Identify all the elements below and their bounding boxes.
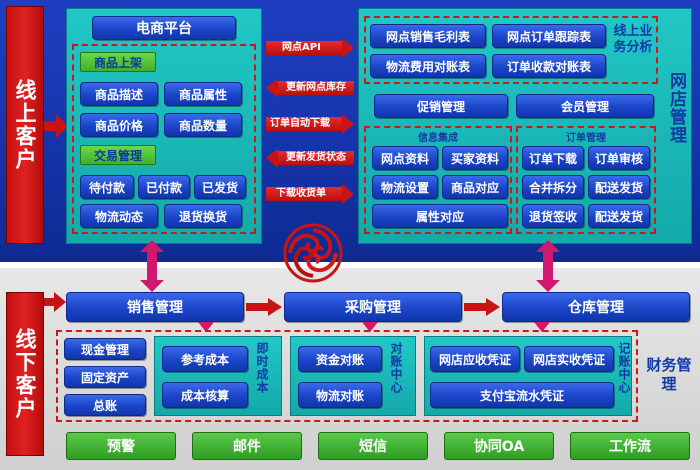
offline-customer-label: 线下客户 xyxy=(6,292,44,456)
warehouse-management[interactable]: 仓库管理 xyxy=(502,292,690,322)
finance-label: 财务管理 xyxy=(646,356,692,393)
info-item[interactable]: 属性对应 xyxy=(372,204,508,228)
asset-item[interactable]: 固定资产 xyxy=(64,366,146,388)
trade-item[interactable]: 已发货 xyxy=(194,175,246,199)
api-arrow: 网点API xyxy=(266,38,354,58)
listing-item[interactable]: 商品价格 xyxy=(80,113,158,137)
warehouse-sync-arrow xyxy=(536,240,560,292)
report-item[interactable]: 物流费用对账表 xyxy=(370,54,486,78)
info-title: 信息集成 xyxy=(418,133,458,144)
recon-item[interactable]: 资金对账 xyxy=(298,346,382,372)
trade-item[interactable]: 待付款 xyxy=(80,175,134,199)
member-button[interactable]: 会员管理 xyxy=(516,94,654,118)
recon-item[interactable]: 物流对账 xyxy=(298,382,382,408)
order-item[interactable]: 合并拆分 xyxy=(522,175,584,199)
receipt-download-arrow: 下载收货单 xyxy=(266,184,354,204)
alert-button[interactable]: 预警 xyxy=(66,432,176,460)
update-stock-label: 更新网点库存 xyxy=(286,82,346,93)
order-item[interactable]: 订单审核 xyxy=(588,146,650,170)
info-item[interactable]: 网点资料 xyxy=(372,146,438,170)
trade-item[interactable]: 物流动态 xyxy=(80,204,158,228)
trade-item[interactable]: 已付款 xyxy=(138,175,190,199)
cost-item[interactable]: 成本核算 xyxy=(162,382,248,408)
update-stock-arrow: 更新网点库存 xyxy=(266,78,354,98)
sales-management[interactable]: 销售管理 xyxy=(66,292,244,322)
store-title: 网店管理 xyxy=(666,72,686,144)
voucher-label: 记账中心 xyxy=(617,342,631,394)
workflow-button[interactable]: 工作流 xyxy=(570,432,690,460)
warehouse-down-marker xyxy=(534,322,550,332)
asset-item[interactable]: 现金管理 xyxy=(64,338,146,360)
oa-button[interactable]: 协同OA xyxy=(444,432,554,460)
ecommerce-title: 电商平台 xyxy=(92,16,236,40)
info-item[interactable]: 买家资料 xyxy=(442,146,508,170)
order-dashed-group xyxy=(516,126,656,234)
sales-down-marker xyxy=(198,322,214,332)
asset-item[interactable]: 总账 xyxy=(64,394,146,416)
report-item[interactable]: 订单收款对账表 xyxy=(492,54,606,78)
customer-to-platform-arrow xyxy=(44,114,68,138)
order-download-label: 订单自动下载 xyxy=(270,118,330,129)
order-title: 订单管理 xyxy=(566,133,606,144)
info-item[interactable]: 物流设置 xyxy=(372,175,438,199)
trade-header: 交易管理 xyxy=(80,145,156,165)
recon-label: 对账中心 xyxy=(389,342,403,394)
customer-to-sales-arrow xyxy=(44,292,66,312)
analysis-label: 线上业务分析 xyxy=(613,24,653,55)
email-button[interactable]: 邮件 xyxy=(192,432,302,460)
voucher-item[interactable]: 网店实收凭证 xyxy=(524,346,614,372)
order-item[interactable]: 配送发货 xyxy=(588,175,650,199)
ecommerce-dashed-group xyxy=(72,44,256,234)
info-item[interactable]: 商品对应 xyxy=(442,175,508,199)
reports-dashed-group xyxy=(364,16,658,84)
update-ship-label: 更新发货状态 xyxy=(286,152,346,163)
listing-header: 商品上架 xyxy=(80,52,156,72)
sales-to-purchase-arrow xyxy=(246,298,282,316)
report-item[interactable]: 网点销售毛利表 xyxy=(370,24,486,48)
trade-item[interactable]: 退货换货 xyxy=(164,204,242,228)
listing-item[interactable]: 商品属性 xyxy=(164,82,242,106)
listing-item[interactable]: 商品描述 xyxy=(80,82,158,106)
voucher-item[interactable]: 支付宝流水凭证 xyxy=(430,382,614,408)
promo-button[interactable]: 促销管理 xyxy=(374,94,508,118)
order-item[interactable]: 订单下载 xyxy=(522,146,584,170)
receipt-download-label: 下载收货单 xyxy=(276,188,326,199)
sms-button[interactable]: 短信 xyxy=(318,432,428,460)
report-item[interactable]: 网点订单跟踪表 xyxy=(492,24,606,48)
sales-sync-arrow xyxy=(140,240,164,292)
voucher-item[interactable]: 网店应收凭证 xyxy=(430,346,520,372)
update-ship-arrow: 更新发货状态 xyxy=(266,148,354,168)
swirl-logo-icon xyxy=(283,223,343,283)
cost-label: 即时成本 xyxy=(255,342,269,394)
order-download-arrow: 订单自动下载 xyxy=(266,114,354,134)
finance-dashed-group xyxy=(56,330,638,422)
cost-item[interactable]: 参考成本 xyxy=(162,346,248,372)
purchase-to-warehouse-arrow xyxy=(464,298,500,316)
order-item[interactable]: 配送发货 xyxy=(588,204,650,228)
listing-item[interactable]: 商品数量 xyxy=(164,113,242,137)
info-dashed-group xyxy=(364,126,512,234)
online-customer-label: 线上客户 xyxy=(6,6,44,244)
api-arrow-label: 网点API xyxy=(282,42,321,53)
purchase-down-marker xyxy=(362,322,378,332)
order-item[interactable]: 退货签收 xyxy=(522,204,584,228)
purchase-management[interactable]: 采购管理 xyxy=(284,292,462,322)
